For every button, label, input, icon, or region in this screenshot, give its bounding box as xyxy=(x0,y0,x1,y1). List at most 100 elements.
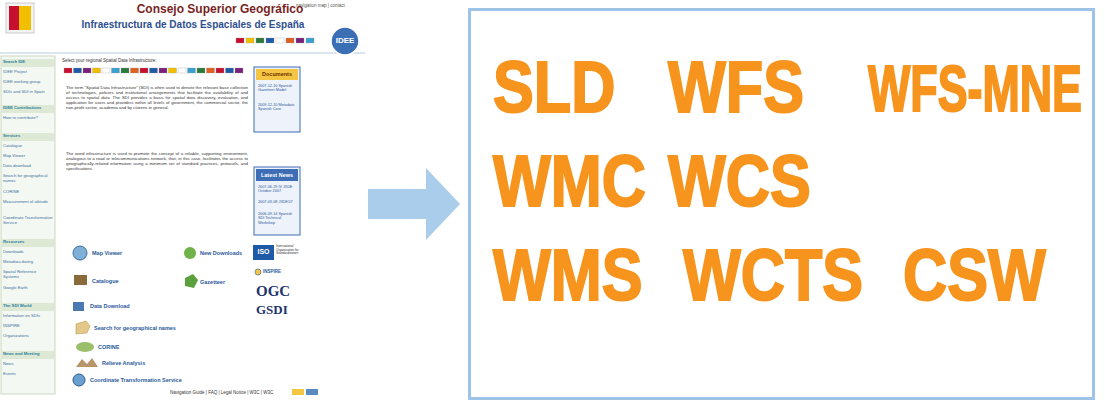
emblem-frame xyxy=(6,3,34,33)
page-text: Measurement of altitude xyxy=(3,200,53,205)
flag xyxy=(197,68,205,73)
language-flags xyxy=(236,38,314,43)
flag xyxy=(102,68,110,73)
page-text: The SDI World xyxy=(3,304,53,309)
iso-logo xyxy=(253,245,274,260)
downloads-icon xyxy=(184,247,196,259)
page-text: Information on SDIs xyxy=(3,314,53,319)
page-text: Map Viewer xyxy=(3,154,53,159)
header-rule xyxy=(0,53,365,54)
page-text: Relieve Analysis xyxy=(102,360,202,366)
documents-header xyxy=(256,69,298,80)
flag xyxy=(235,68,243,73)
page-text: IDEE working group xyxy=(3,80,53,85)
page-text: The word infrastructure is used to promo… xyxy=(66,152,248,172)
page-text: 2007-06-29 IV JIIDE October 2007 xyxy=(258,185,298,194)
page-text: IDEE Contributions xyxy=(3,106,53,111)
page-text: navigation map | contact xyxy=(296,3,358,8)
page-text: 2009-12-10 Metadata Spanish Core xyxy=(258,103,298,112)
page-text: How to contribute? xyxy=(3,116,53,121)
flag xyxy=(286,38,294,43)
w3c-badge xyxy=(292,389,304,395)
flag xyxy=(246,38,254,43)
flag xyxy=(188,68,196,73)
services-panel: SLDWFSWFS-MNEWMCWCSWMSWCTSCSW xyxy=(468,8,1095,400)
page-text: The term "Spatial Data Infrastructure" (… xyxy=(66,86,248,111)
flag xyxy=(296,38,304,43)
page-text: CORINE xyxy=(3,190,53,195)
transformation-icon xyxy=(73,374,85,386)
flag xyxy=(93,68,101,73)
flag xyxy=(276,38,284,43)
page-text: Coordinate Transformation Service xyxy=(90,377,240,383)
page-text: IDEE Project xyxy=(3,70,53,75)
page-text: Infraestructura de Datos Espaciales de E… xyxy=(62,19,324,31)
page-text: Latest News xyxy=(256,172,298,178)
page-text: Spatial Reference Systems xyxy=(3,270,53,280)
page-text: Catalogue xyxy=(3,144,53,149)
block-arrow xyxy=(368,189,426,219)
page-ground xyxy=(0,0,365,408)
relief-icon xyxy=(76,358,98,367)
page-text: 2007-12-10 Spanish Gazetteer Model xyxy=(258,84,298,93)
flag xyxy=(112,68,120,73)
flag xyxy=(266,38,274,43)
page-text: Documents xyxy=(256,71,298,77)
page-text: SDIs and SDI in Spain xyxy=(3,90,53,95)
page-text: 2006-09-14 Spanish SDI Technical Worksho… xyxy=(258,212,298,225)
page-text: OGC xyxy=(256,283,302,300)
page-text: IDEE xyxy=(331,36,359,45)
flag xyxy=(207,68,215,73)
flag xyxy=(159,68,167,73)
page-text: CORINE xyxy=(98,344,188,350)
documents-box xyxy=(254,67,300,132)
page-text: Services xyxy=(3,134,53,139)
flag xyxy=(178,68,186,73)
news-header xyxy=(256,169,298,181)
service-acronym: CSW xyxy=(903,239,1046,311)
sidebar-panel xyxy=(1,56,55,394)
page-text: Search for geographical names xyxy=(94,325,234,331)
flag xyxy=(140,68,148,73)
page-text: Downloads xyxy=(3,250,53,255)
flag xyxy=(121,68,129,73)
w3c-badge xyxy=(306,389,318,395)
page-text: Gazetteer xyxy=(200,279,250,285)
page-text: 2007-03-08 JIIDE'07 xyxy=(258,200,298,204)
website-screenshot: navigation map | contactConsejo Superior… xyxy=(0,0,365,408)
page-text: INSPIRE xyxy=(3,324,53,329)
flag xyxy=(131,68,139,73)
page-text: ISO xyxy=(253,248,274,256)
corine-icon xyxy=(76,342,94,352)
page-text: Events xyxy=(3,372,53,377)
page-text: Map Viewer xyxy=(92,250,162,256)
flag xyxy=(226,68,234,73)
region-flags xyxy=(64,68,243,73)
page-text: Consejo Superior Geográfico xyxy=(130,3,310,17)
gazetteer-icon xyxy=(185,274,198,288)
page-text: Metadata dating xyxy=(3,260,53,265)
emblem-yellow xyxy=(19,6,31,30)
service-acronym: WMS xyxy=(493,239,643,311)
page-text: New Downloads xyxy=(200,250,250,256)
inspire-logo xyxy=(255,269,261,275)
spain-map-icon xyxy=(76,321,90,334)
page-text: Search for geographical names xyxy=(3,174,53,184)
page-text: Catalogue xyxy=(92,278,162,284)
emblem-red xyxy=(9,6,19,30)
page-text: Data Download xyxy=(90,303,180,309)
page-text: Select your regional Spatial Data Infras… xyxy=(62,58,252,63)
page-text: Coordinate Transformation Service xyxy=(3,216,53,226)
page-text: Data download xyxy=(3,164,53,169)
flag xyxy=(74,68,82,73)
flag xyxy=(83,68,91,73)
flag xyxy=(169,68,177,73)
service-acronym: WFS-MNE xyxy=(868,57,1082,121)
page-text: Google Earth xyxy=(3,286,53,291)
flag xyxy=(256,38,264,43)
map-viewer-icon xyxy=(73,246,87,260)
service-acronym: SLD xyxy=(493,51,615,123)
flag xyxy=(236,38,244,43)
page-text: News and Meeting xyxy=(3,352,53,357)
service-acronym: WCTS xyxy=(683,239,863,311)
